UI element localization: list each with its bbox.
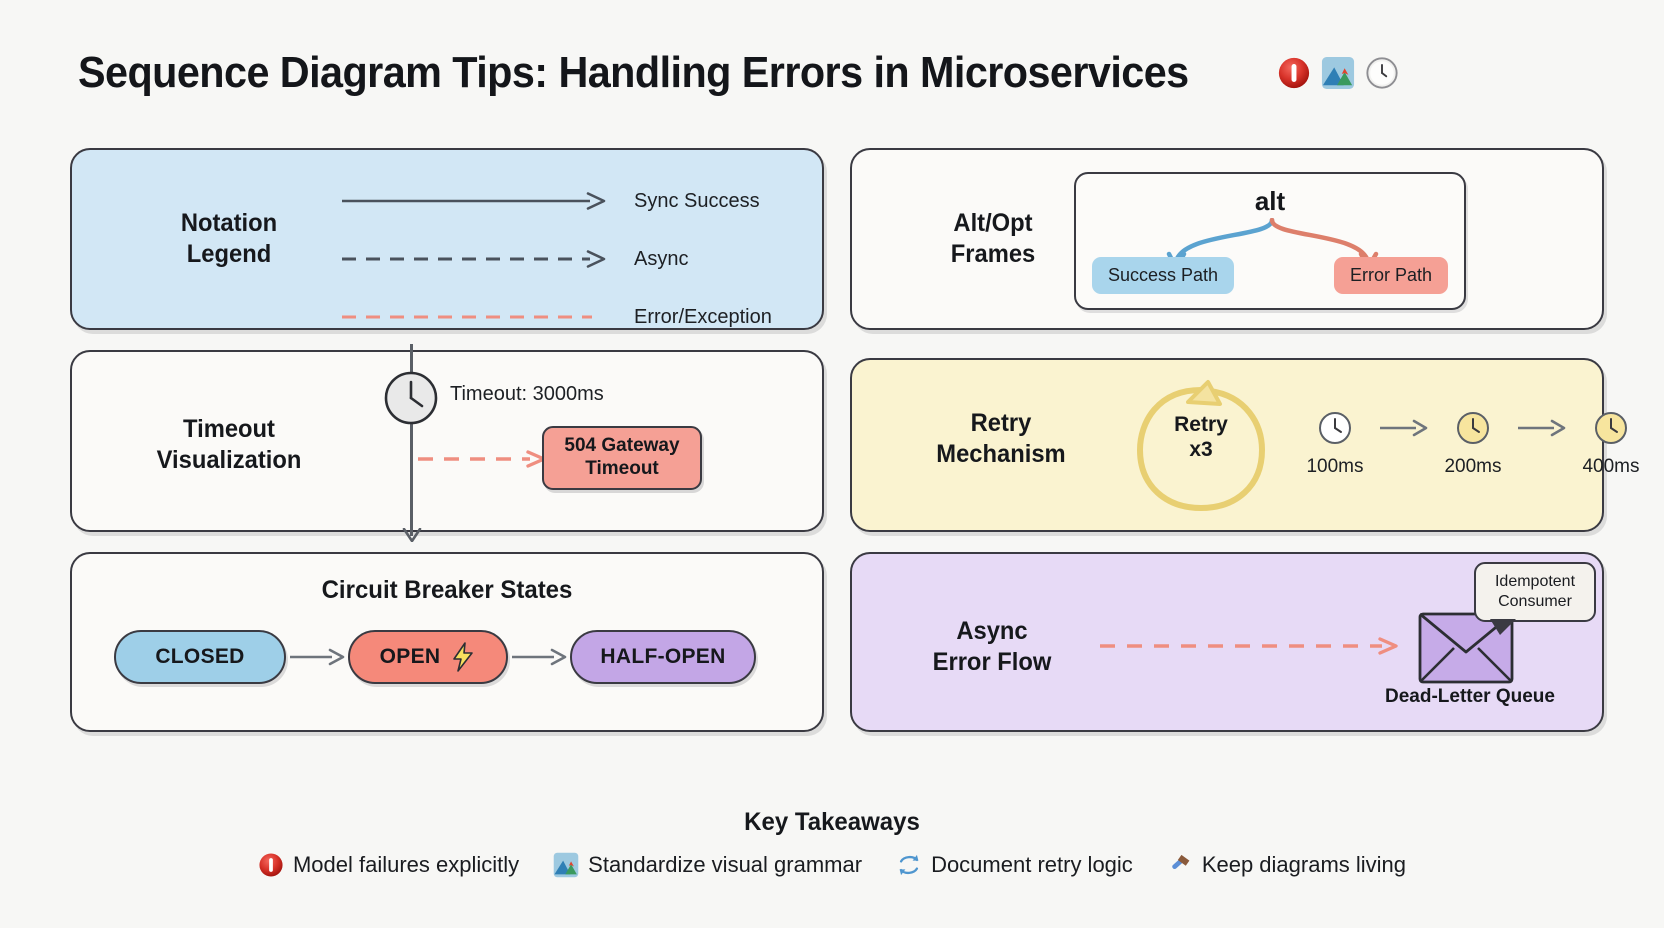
retry-backoff-sequence: 100ms 200ms xyxy=(1292,410,1654,478)
panel-notation-legend: Notation Legend Sync Success Async xyxy=(70,148,824,330)
panel-timeout-label: Timeout Visualization xyxy=(156,415,302,474)
legend-item-error-exception: Error/Exception xyxy=(340,296,810,338)
backoff-step-2: 200ms xyxy=(1430,410,1516,478)
takeaway-label-4: Keep diagrams living xyxy=(1201,852,1407,877)
lifeline-axis xyxy=(410,344,413,536)
backoff-step-1: 100ms xyxy=(1292,410,1378,478)
arrow-right-icon xyxy=(290,648,345,666)
alt-keyword: alt xyxy=(1254,186,1286,216)
state-pill-closed[interactable]: CLOSED xyxy=(114,630,286,684)
timeout-duration-label: Timeout: 3000ms xyxy=(450,383,604,405)
clock-icon xyxy=(1319,412,1351,444)
state-pill-closed-label: CLOSED xyxy=(155,645,245,668)
async-error-arrow-icon xyxy=(1100,637,1398,655)
page-title: Sequence Diagram Tips: Handling Errors i… xyxy=(78,48,1399,98)
dashed-arrow-icon xyxy=(342,250,606,268)
legend-label-error-exception: Error/Exception xyxy=(634,305,772,328)
counterclockwise-arrows-icon xyxy=(899,854,919,876)
panel-retry-label: Retry Mechanism xyxy=(936,409,1066,468)
page-title-text: Sequence Diagram Tips: Handling Errors i… xyxy=(78,48,1189,97)
panel-timeout-visualization: Timeout Visualization Timeout: 3000ms 50… xyxy=(70,344,824,542)
idempotent-consumer-callout: Idempotent Consumer xyxy=(1474,562,1596,635)
high-voltage-icon xyxy=(453,642,474,672)
dashed-line-icon xyxy=(342,315,592,319)
chip-error-path: Error Path xyxy=(1333,257,1448,294)
retry-loop-label: Retry x3 xyxy=(1174,413,1228,462)
legend-label-async: Async xyxy=(634,247,689,270)
retry-loop-arrow-icon xyxy=(1136,380,1266,512)
clock-icon xyxy=(1457,412,1489,444)
hammer-icon xyxy=(1172,854,1190,870)
legend-label-sync-success: Sync Success xyxy=(634,189,760,212)
panel-async-label: Async Error Flow xyxy=(932,617,1052,676)
state-pill-open[interactable]: OPEN xyxy=(348,630,508,684)
exclamation-mark-icon xyxy=(1279,57,1310,89)
backoff-label-1: 100ms xyxy=(1306,456,1364,477)
arrow-right-icon xyxy=(1380,419,1428,437)
alt-frame-box: alt Success Path Error Path xyxy=(1074,172,1466,310)
takeaway-item-model-failures: Model failures explicitly xyxy=(258,852,519,878)
arrow-right-icon xyxy=(1518,419,1566,437)
panel-retry-mechanism: Retry Mechanism Retry x3 100ms xyxy=(850,358,1640,532)
mountain-icon xyxy=(553,852,579,878)
takeaway-item-retry-logic: Document retry logic xyxy=(896,852,1133,878)
dead-letter-queue-label: Dead-Letter Queue xyxy=(1385,686,1555,707)
key-takeaways-title: Key Takeaways xyxy=(744,808,920,836)
takeaway-item-keep-living: Keep diagrams living xyxy=(1167,852,1406,878)
panel-circuit-breaker-states: Circuit Breaker States CLOSED OPEN HALF-… xyxy=(70,552,824,732)
takeaway-label-3: Document retry logic xyxy=(931,852,1133,877)
timeout-clock-icon xyxy=(384,371,438,425)
panel-notation-label: Notation Legend xyxy=(180,209,278,268)
lifeline-arrowhead-icon xyxy=(402,528,422,542)
legend-list: Sync Success Async Error/Exception xyxy=(340,180,810,354)
panel-alt-label: Alt/Opt Frames xyxy=(950,209,1036,268)
circuit-breaker-state-row: CLOSED OPEN HALF-OPEN xyxy=(114,630,756,684)
solid-arrow-icon xyxy=(342,192,606,210)
state-pill-half-open[interactable]: HALF-OPEN xyxy=(570,630,756,684)
takeaway-label-1: Model failures explicitly xyxy=(292,852,520,877)
legend-item-async: Async xyxy=(340,238,810,280)
mountain-icon xyxy=(1322,56,1355,90)
circuit-breaker-title: Circuit Breaker States xyxy=(321,576,573,604)
panel-alt-opt-frames: Alt/Opt Frames alt Success Path Error Pa… xyxy=(850,148,1604,330)
backoff-step-3: 400ms xyxy=(1568,410,1654,478)
clock-icon xyxy=(1366,57,1399,89)
clock-icon xyxy=(1595,412,1627,444)
state-pill-half-open-label: HALF-OPEN xyxy=(600,645,726,668)
backoff-label-3: 400ms xyxy=(1582,456,1640,477)
gateway-timeout-box: 504 Gateway Timeout xyxy=(542,426,702,490)
panel-async-error-flow: Async Error Flow Idempotent Consumer Dea… xyxy=(850,552,1604,732)
arrow-right-icon xyxy=(512,648,567,666)
timeout-error-arrow-icon xyxy=(418,450,546,468)
backoff-label-2: 200ms xyxy=(1444,456,1502,477)
legend-item-sync-success: Sync Success xyxy=(340,180,810,222)
takeaway-label-2: Standardize visual grammar xyxy=(588,852,863,877)
takeaway-item-standardize: Standardize visual grammar xyxy=(553,852,862,878)
state-pill-open-label: OPEN xyxy=(379,645,441,668)
title-emoji-group xyxy=(1277,56,1399,90)
exclamation-mark-icon xyxy=(259,853,283,877)
key-takeaways-list: Model failures explicitly Standardize vi… xyxy=(0,852,1664,878)
chip-success-path: Success Path xyxy=(1092,257,1235,294)
